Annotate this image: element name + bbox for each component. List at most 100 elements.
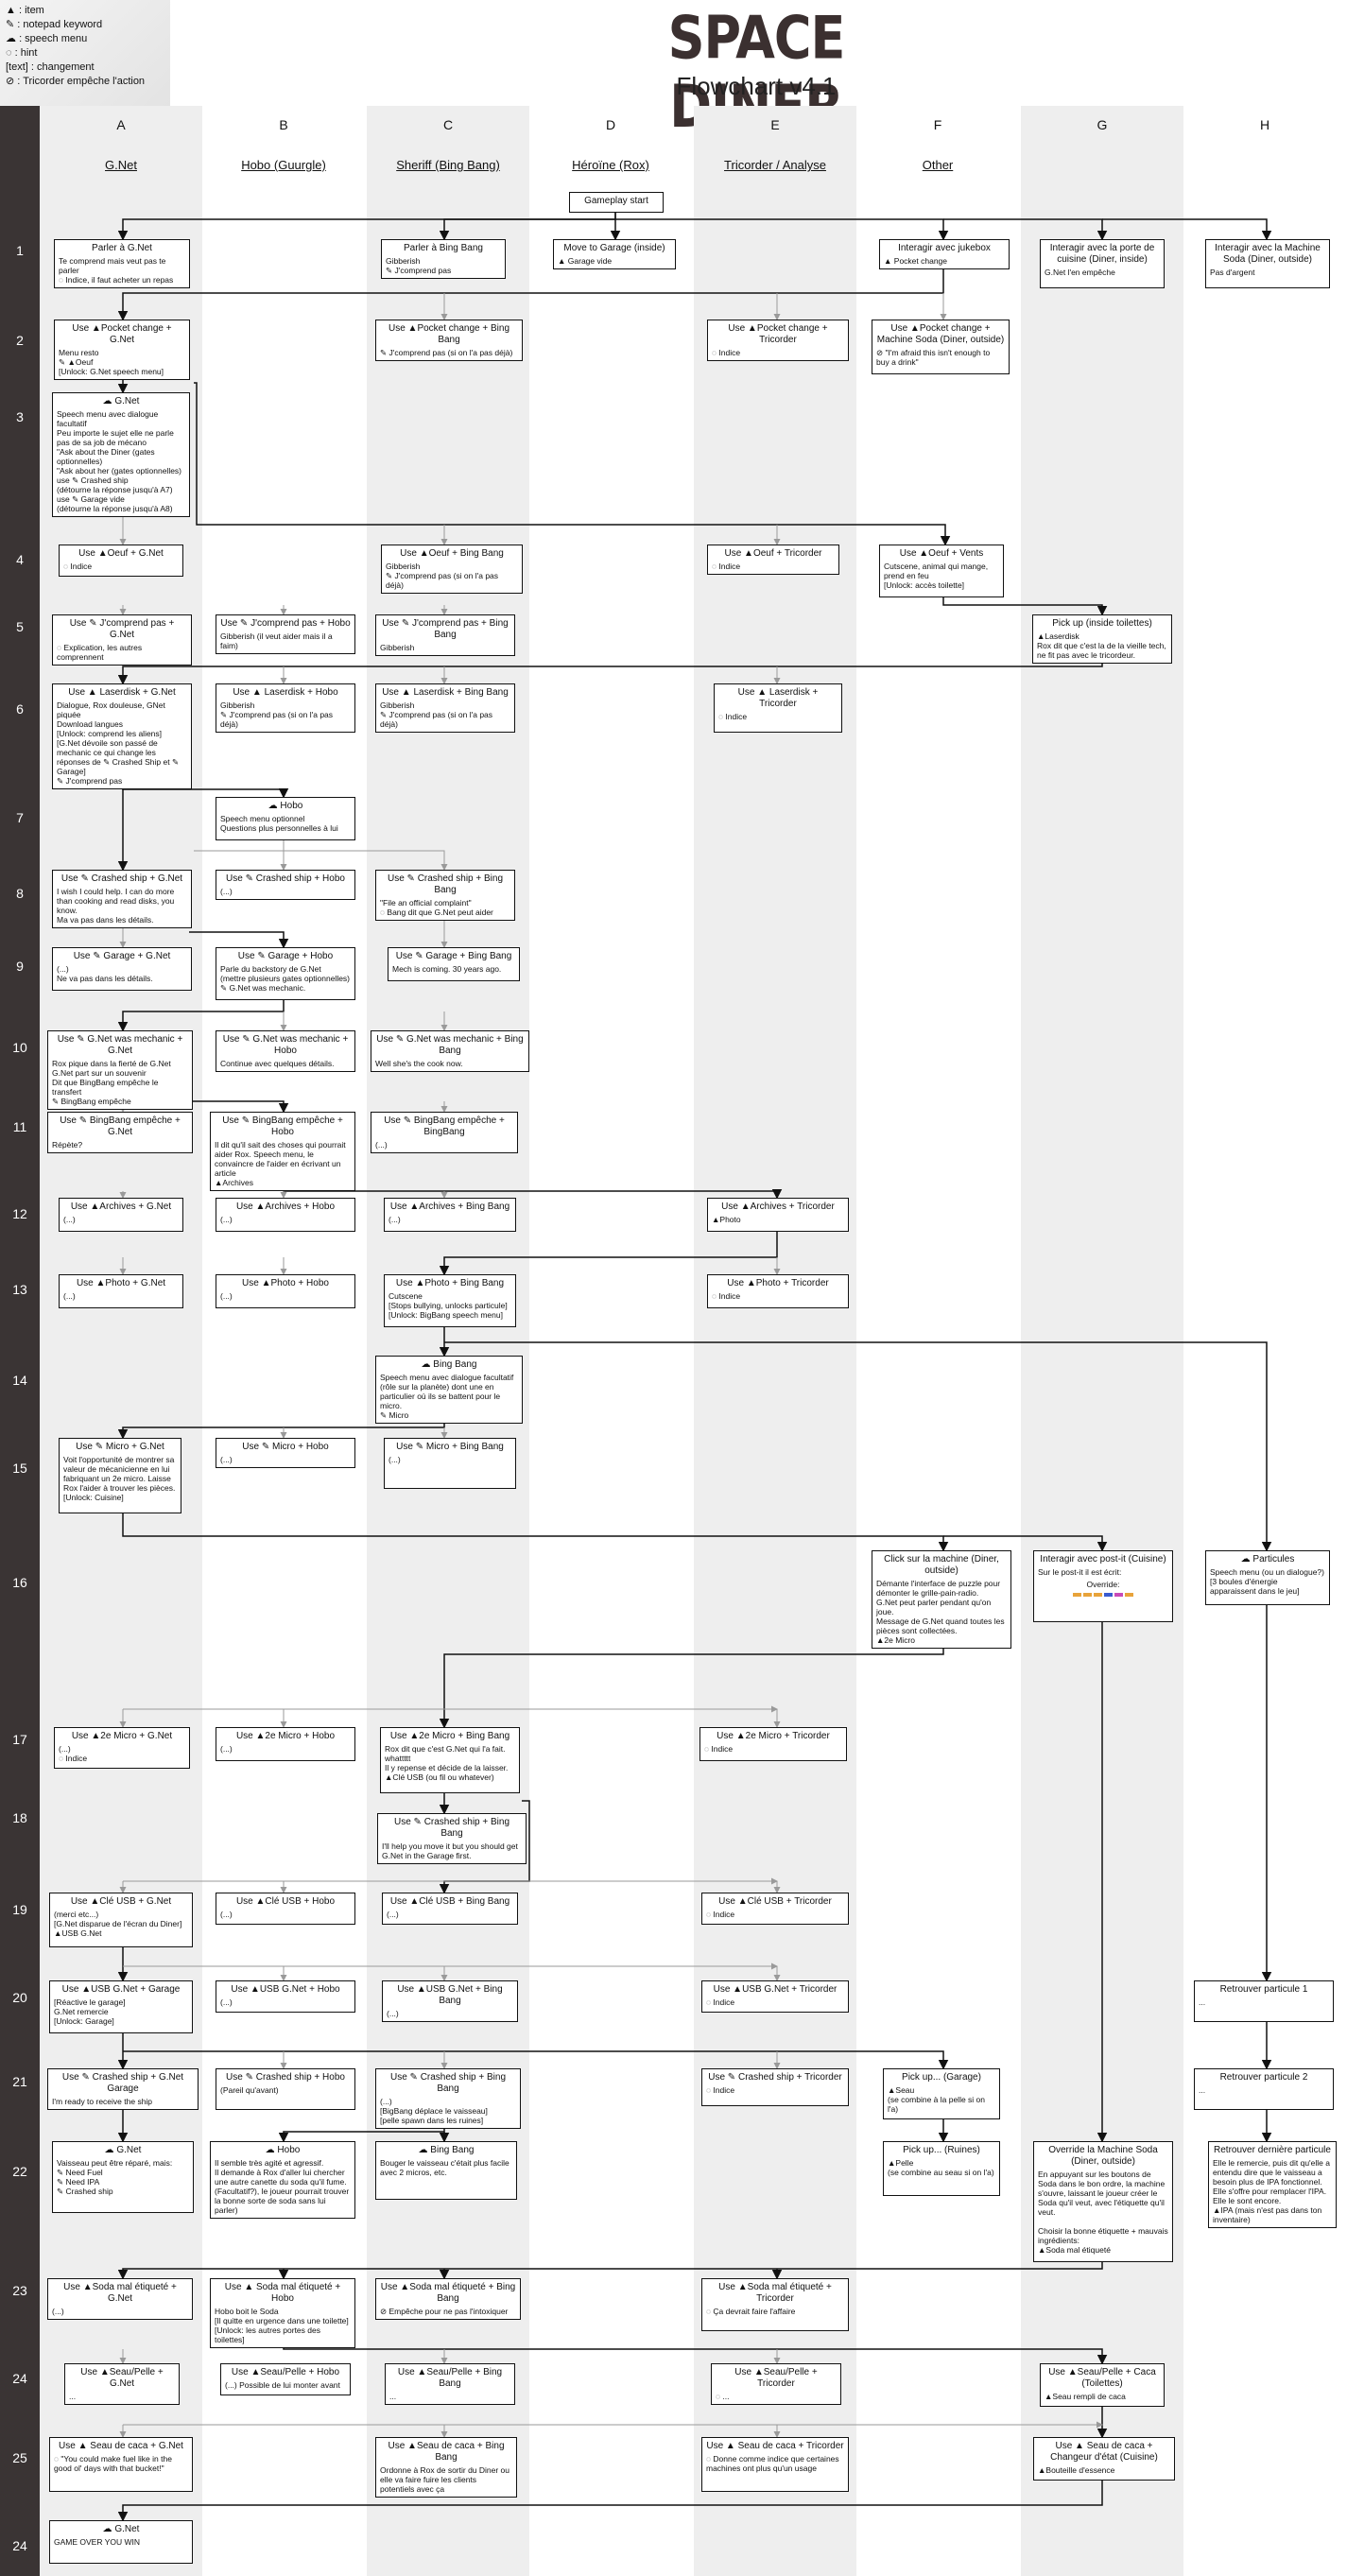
node-body: ▲ Pocket change [884,256,948,266]
node-title: Use ▲Photo + G.Net [76,1278,166,1288]
node-title: Use ▲ Soda mal étiqueté + Hobo [224,2282,341,2304]
node-title: Use ✎ Micro + G.Net [76,1442,164,1452]
override-swatch [1083,1593,1092,1597]
legend-item: ✎ : notepad keyword [6,19,103,30]
node-title: Use ✎ J'comprend pas + Hobo [220,618,351,629]
legend-item: [text] : changement [6,61,95,73]
flow-node: Use ✎ Crashed ship + Hobo(...) [216,870,355,900]
row-label: 22 [12,2164,27,2179]
node-body: ◌ Indice [706,1910,735,1919]
connector [283,1185,783,1200]
node-title: Use ✎ J'comprend pas + G.Net [69,618,175,640]
connector [117,211,616,241]
row-label: 16 [12,1575,27,1590]
node-title: ☁ G.Net [104,2145,142,2155]
row-label: 25 [12,2450,27,2465]
node-title: Use ▲USB G.Net + Hobo [231,1984,340,1995]
column-letter: D [605,117,616,132]
node-title: Use ✎ Crashed ship + Hobo [226,2072,345,2083]
item-icon: ▲ [6,5,16,16]
node-title: Use ▲ Laserdisk + G.Net [68,687,176,698]
node-body: Il dit qu'il sait des choses qui pourrai… [215,1140,346,1187]
column-letter: E [770,117,780,132]
node-title: Use ▲2e Micro + Bing Bang [389,1731,510,1741]
connector [194,382,951,546]
node-body: Rox dit que c'est G.Net qui l'a fait. wh… [385,1744,509,1782]
node-body: ◌ "You could make fuel like in the good … [54,2454,172,2473]
node-title: Use ▲Soda mal étiqueté + Tricorder [718,2282,832,2304]
node-body: Speech menu optionnel Questions plus per… [220,814,338,833]
node-title: ☁ Bing Bang [418,2145,475,2155]
node-title: Use ✎ Crashed ship + G.Net [60,873,183,884]
node-body: ✎ J'comprend pas (si on l'a pas déjà) [380,348,513,357]
column-header: Sheriff (Bing Bang) [396,158,500,172]
node-title: Use ✎ Garage + Hobo [237,951,334,961]
node-body: (...) Possible de lui monter avant [225,2380,340,2390]
row-label: 9 [16,959,24,974]
flow-node: Use ▲Archives + Tricorder▲Photo [707,1198,849,1232]
node-title: Use ▲ Laserdisk + Tricorder [737,687,819,709]
node-title: Use ▲Seau de caca + Bing Bang [388,2441,505,2463]
node-title: Use ▲ Seau de caca + Tricorder [706,2441,844,2451]
node-body: ⊘ Empêche pour ne pas l'intoxiquer [380,2307,509,2316]
node-title: Use ▲ Laserdisk + Bing Bang [382,687,509,698]
flow-node: Retrouver particule 2... [1194,2068,1334,2110]
flow-node: Interagir avec jukebox ▲ Pocket change [879,239,1010,269]
node-body: ◌ Indice [63,562,93,571]
connector [943,1535,1108,1552]
connector [117,2262,1103,2280]
flow-node: Use ▲Seau/Pelle + Caca (Toilettes)▲Seau … [1040,2363,1165,2407]
node-title: Use ▲Soda mal étiqueté + G.Net [63,2282,177,2304]
flow-node: Use ✎ Crashed ship + Hobo(Pareil qu'avan… [216,2068,355,2110]
node-title: Use ▲Seau/Pelle + Bing Bang [397,2367,503,2389]
node-title: Retrouver particule 2 [1219,2072,1308,2083]
node-body: Te comprend mais veut pas te parler ◌ In… [59,256,174,285]
node-body: (...) [375,1140,388,1150]
flow-node: Use ▲Soda mal étiqueté + Tricorder◌ Ça d… [701,2278,849,2331]
column-header: Tricorder / Analyse [724,158,826,172]
node-body: (...) [BigBang déplace le vaisseau] [pel… [380,2097,488,2125]
flow-node: Use ▲Clé USB + Bing Bang(...) [382,1893,518,1925]
node-body: Speech menu avec dialogue facultatif Peu… [57,409,182,513]
node-body: (merci etc...) [G.Net disparue de l'écra… [54,1910,182,1938]
connector [444,1341,1272,1552]
node-title: Use ▲ Seau de caca + Changeur d'état (Cu… [1050,2441,1158,2463]
column-letter: F [933,117,942,132]
node-title: Use ▲Oeuf + G.Net [78,548,164,559]
row-label: 4 [16,552,24,567]
flow-node: Use ▲ Seau de caca + Changeur d'état (Cu… [1033,2437,1175,2481]
node-body: G.Net l'en empêche [1045,268,1115,277]
column-header: Other [922,158,954,172]
flow-node: Use ▲USB G.Net + Tricorder◌ Indice [701,1980,849,2013]
node-title: Use ✎ Crashed ship + Bing Bang [389,2072,507,2094]
flow-node: Click sur la machine (Diner, outside)Dém… [872,1550,1011,1649]
node-body: Cutscene, animal qui mange, prend en feu… [884,562,989,590]
row-label: 5 [16,619,24,634]
connector [117,658,1103,685]
flow-node: Interagir avec post-it (Cuisine)Sur le p… [1033,1550,1173,1622]
row-label: 11 [12,1119,27,1134]
column-band-e [694,106,856,2576]
node-body: ▲Pelle (se combine au seau si on l'a) [888,2158,994,2177]
override-code: Override: [1038,1580,1168,1599]
flow-node: Use ▲Soda mal étiqueté + Bing Bang⊘ Empê… [375,2278,521,2320]
flow-node: Use ▲ Laserdisk + Tricorder◌ Indice [714,683,842,733]
node-body: Rox pique dans la fierté de G.Net G.Net … [52,1059,171,1106]
row-label: 13 [12,1282,27,1297]
node-body: Gibberish ✎ J'comprend pas (si on l'a pa… [386,562,499,590]
override-label: Override: [1086,1580,1120,1589]
node-title: Use ▲Seau/Pelle + Hobo [231,2367,340,2377]
flow-node: Use ✎ Garage + G.Net(...) Ne va pas dans… [52,947,192,991]
node-body: I wish I could help. I can do more than … [57,887,175,925]
node-title: Interagir avec jukebox [898,243,991,253]
node-body: (...) [63,1215,76,1224]
